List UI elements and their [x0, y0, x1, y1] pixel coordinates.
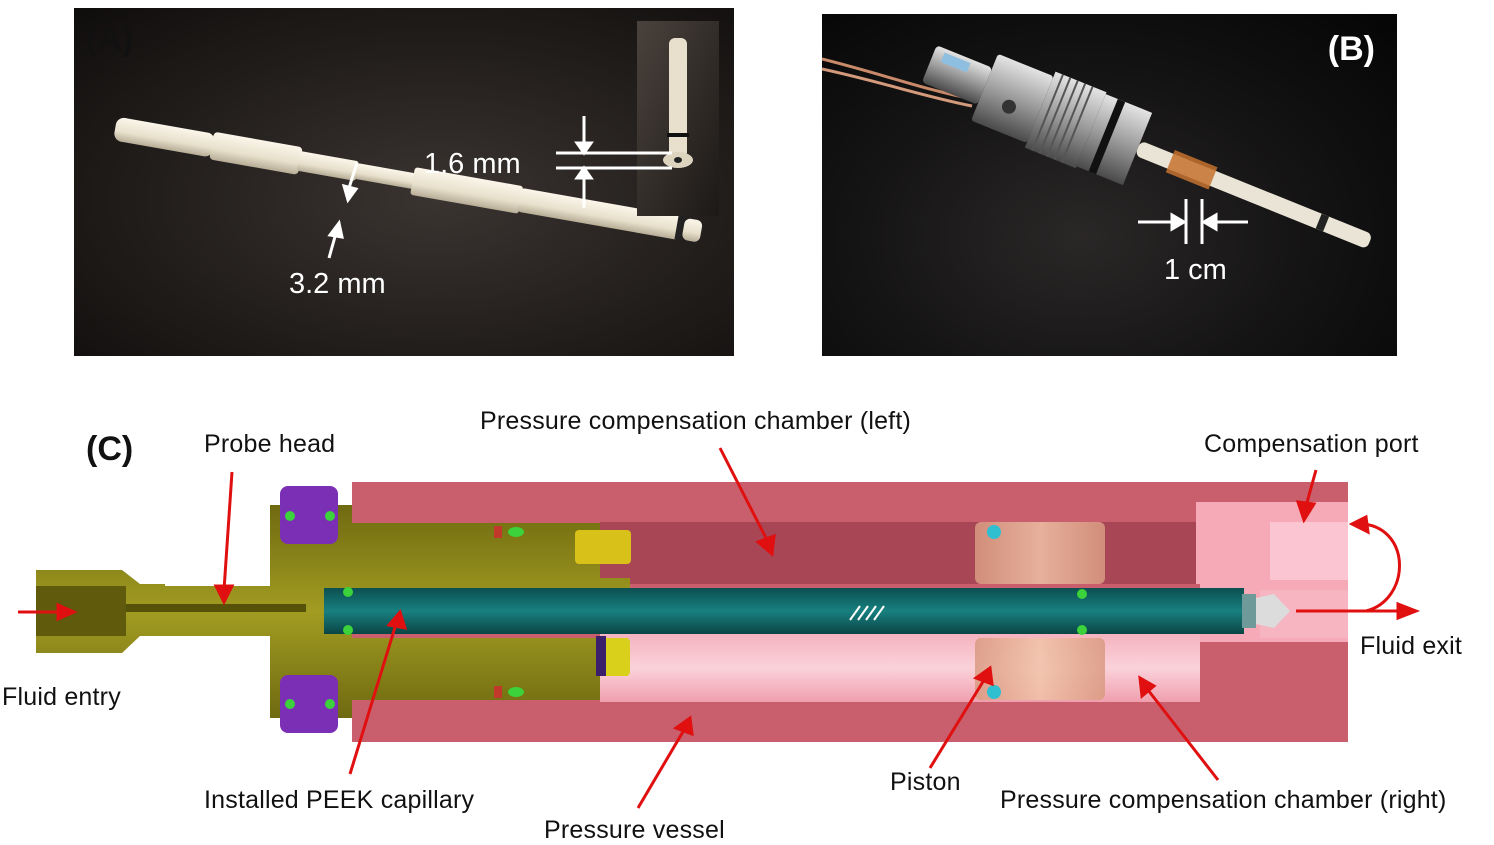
probe-assembly-illustration	[822, 46, 1371, 248]
callout-probe-head: Probe head	[204, 430, 336, 458]
chamber-left-region	[600, 522, 1196, 584]
panel-c-label: (C)	[86, 430, 134, 468]
callout-piston: Piston	[890, 768, 961, 796]
panel-c-diagram: (C) Probe head Pressure compensation cha…	[0, 380, 1494, 844]
measure-3-2-mm-arrows	[327, 162, 359, 259]
o-rings	[285, 511, 1087, 709]
measure-cm-label: 1 cm	[1164, 254, 1227, 286]
piston-lower	[975, 638, 1105, 700]
inset-capillary	[669, 38, 687, 158]
piston-upper	[975, 522, 1105, 584]
cross-section-drawing	[18, 447, 1421, 809]
measure-small-label: 1.6 mm	[424, 148, 521, 180]
callout-arrows	[18, 447, 1421, 809]
callout-compensation-port: Compensation port	[1204, 430, 1419, 458]
panel-b-label: (B)	[1327, 30, 1375, 68]
measure-1-6-mm-markers	[556, 116, 672, 208]
panel-a-label: (A)	[86, 20, 134, 58]
callout-fluid-entry: Fluid entry	[2, 683, 121, 711]
peek-capillary	[324, 588, 1244, 634]
peek-capillary-illustration	[114, 21, 719, 259]
measure-1-cm-markers	[1138, 199, 1248, 244]
nut-top	[280, 486, 338, 544]
exit-fitting	[1256, 594, 1290, 628]
callout-pressure-vessel: Pressure vessel	[544, 816, 725, 844]
chamber-right-region	[600, 634, 1200, 702]
fitting-yellow	[575, 530, 631, 564]
capillary-rod	[114, 117, 703, 242]
nut-bottom	[280, 675, 338, 733]
panel-b-photo: (B) 1 cm	[822, 14, 1397, 356]
panel-a-photo: (A) 1.6 mm 3.2 mm	[74, 8, 734, 356]
callout-chamber-left: Pressure compensation chamber (left)	[480, 407, 911, 435]
callout-fluid-exit: Fluid exit	[1360, 632, 1463, 660]
measure-large-label: 3.2 mm	[289, 268, 386, 300]
callout-chamber-right: Pressure compensation chamber (right)	[1000, 786, 1447, 814]
callout-peek-capillary: Installed PEEK capillary	[204, 786, 475, 814]
